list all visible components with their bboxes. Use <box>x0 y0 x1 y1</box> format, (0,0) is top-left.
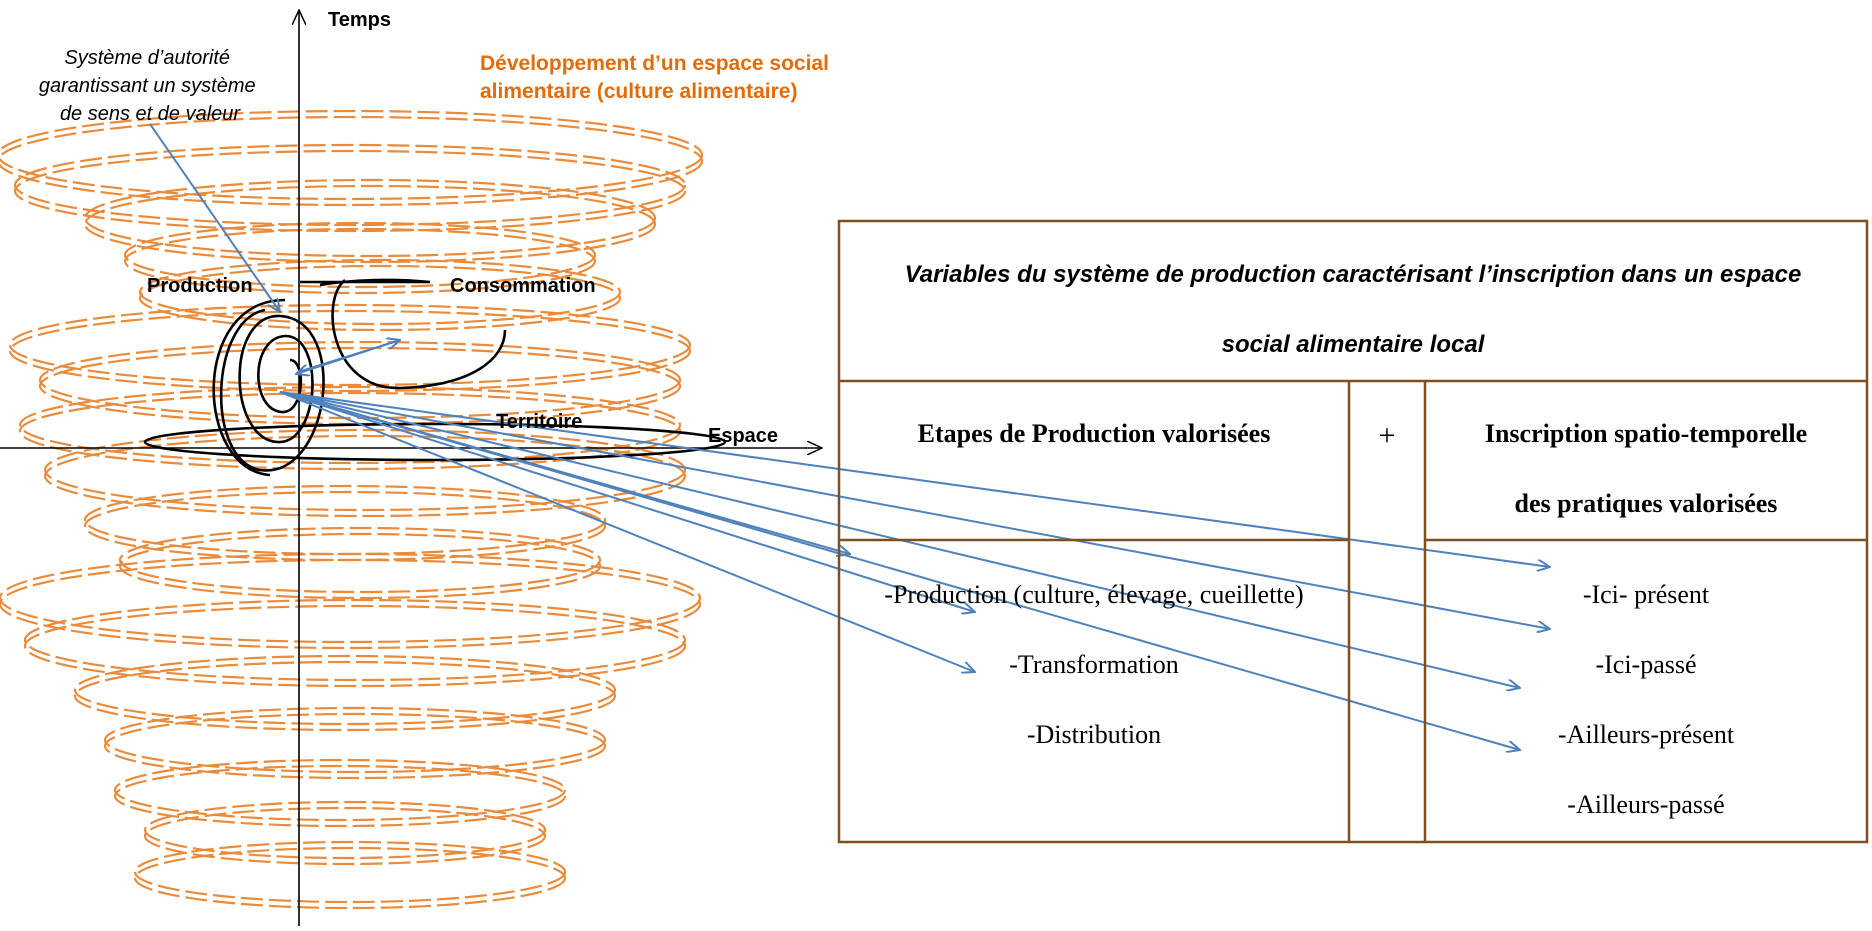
spiral-ring <box>0 115 703 207</box>
production-spiral <box>219 308 325 472</box>
relation-arrow <box>279 391 850 554</box>
spiral-ring <box>113 764 567 828</box>
consumption-curve <box>331 278 507 390</box>
table-borders <box>837 219 1869 844</box>
spiral-ring <box>43 434 687 518</box>
spiral-ring <box>23 598 687 682</box>
consumption-label: Consommation <box>450 275 596 297</box>
spiral-ring <box>138 264 622 332</box>
spiral-ring <box>118 532 602 600</box>
spiral-ring <box>103 712 607 780</box>
spiral-ring <box>18 391 682 471</box>
spiral-ring <box>73 660 617 732</box>
food-space-line: Développement d’un espace social <box>480 52 829 75</box>
spiral-ring <box>83 184 657 264</box>
spiral-ring <box>13 143 687 227</box>
authority-label: Système d’autorité garantissant un systè… <box>39 47 261 125</box>
relation-arrow <box>279 391 1550 567</box>
production-stage-item: -Transformation <box>1009 650 1178 679</box>
spiral-ring <box>118 526 602 594</box>
relation-arrow <box>149 123 280 312</box>
right-column-header-line-2: des pratiques valorisées <box>1515 489 1778 518</box>
spiral-ring <box>0 552 701 644</box>
spiral-ring <box>73 654 617 726</box>
food-space-spiral <box>0 109 703 910</box>
system-curves <box>143 278 727 477</box>
consumption-top-line <box>300 278 431 287</box>
spiral-ring <box>123 221 597 289</box>
territory-label: Territoire <box>496 411 582 433</box>
time-axis-label: Temps <box>328 9 391 31</box>
spiral-ring <box>8 303 692 387</box>
table-frame <box>837 219 1869 844</box>
spiral-ring <box>113 758 567 822</box>
spiral-ring <box>83 178 657 258</box>
axes <box>0 10 822 926</box>
spiral-ring <box>138 258 622 326</box>
spiral-ring <box>83 490 607 562</box>
relation-arrow <box>279 391 1550 629</box>
authority-line: garantissant un système <box>39 75 256 97</box>
left-column-header: Etapes de Production valorisées <box>918 419 1271 448</box>
spiral-ring <box>143 800 547 860</box>
production-stage-item: -Distribution <box>1027 720 1161 749</box>
relation-arrow <box>279 391 975 612</box>
authority-line: Système d’autorité <box>64 47 230 69</box>
food-space-label: Développement d’un espace social aliment… <box>480 52 835 103</box>
production-stage-item: -Production (culture, élevage, cueillett… <box>884 580 1303 609</box>
spiral-ring <box>43 428 687 512</box>
food-space-line: alimentaire (culture alimentaire) <box>480 80 797 103</box>
right-column-header-line-1: Inscription spatio-temporelle <box>1485 419 1807 448</box>
spiral-ring <box>133 846 567 910</box>
spatio-temporal-item: -Ailleurs-présent <box>1558 720 1735 749</box>
relation-arrow <box>279 391 975 672</box>
spiral-ring <box>133 840 567 904</box>
production-label: Production <box>147 275 253 297</box>
spiral-ring <box>123 227 597 295</box>
table-title-line-2: social alimentaire local <box>1222 331 1486 358</box>
spiral-ring <box>13 149 687 233</box>
plus-sign: + <box>1379 419 1396 452</box>
spiral-ring <box>103 706 607 774</box>
relation-arrow <box>296 339 401 374</box>
spiral-ring <box>0 109 703 201</box>
spiral-ring <box>143 806 547 866</box>
spiral-ring <box>8 309 692 393</box>
authority-line: de sens et de valeur <box>60 103 241 125</box>
spatio-temporal-item: -Ici-passé <box>1595 650 1696 679</box>
space-axis-label: Espace <box>708 425 778 447</box>
spiral-ring <box>18 385 682 465</box>
spatio-temporal-item: -Ailleurs-passé <box>1567 790 1724 819</box>
spiral-ring <box>23 604 687 688</box>
territory-ellipse <box>143 422 727 462</box>
spatio-temporal-item: -Ici- présent <box>1583 580 1710 609</box>
spiral-ring <box>0 558 701 650</box>
production-outer-loop <box>212 298 286 477</box>
variables-table: Variables du système de production carac… <box>837 219 1869 844</box>
table-title-line-1: Variables du système de production carac… <box>905 261 1802 288</box>
